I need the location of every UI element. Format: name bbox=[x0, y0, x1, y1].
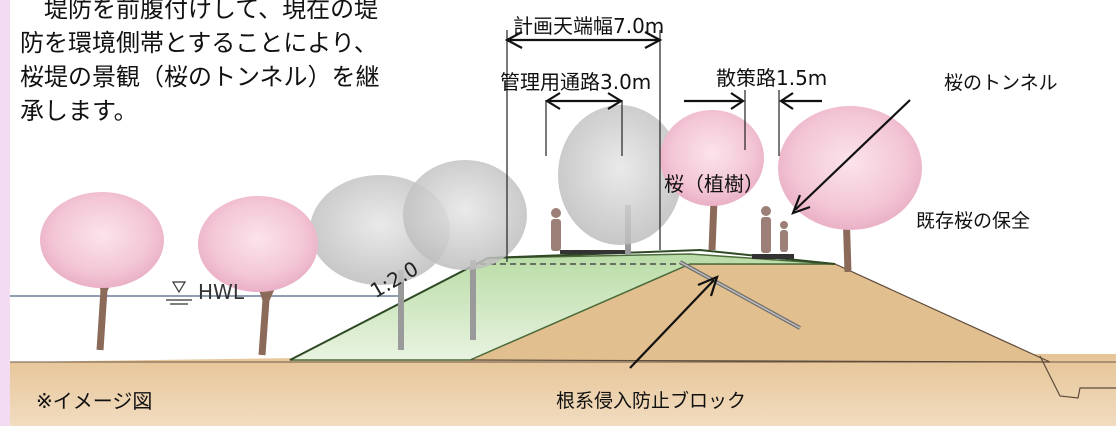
crown-width-label: 計画天端幅7.0m bbox=[513, 14, 665, 38]
dimension-guides bbox=[506, 30, 780, 262]
person-figure bbox=[551, 208, 561, 251]
intro-line: 桜堤の景観（桜のトンネル）を継 bbox=[20, 63, 380, 91]
left-accent-strip bbox=[0, 0, 10, 426]
intro-line: 堤防を前腹付けして、現在の堤 bbox=[20, 0, 379, 23]
cherry-tree bbox=[40, 192, 164, 351]
dimension-arrows bbox=[504, 31, 822, 110]
planted-cherry-label: 桜（植樹） bbox=[664, 172, 764, 196]
root-block-pointer bbox=[629, 275, 719, 369]
sakura-tunnel-label: 桜のトンネル bbox=[944, 72, 1058, 94]
existing-cherry-label: 既存桜の保全 bbox=[916, 210, 1031, 232]
grey-tree bbox=[558, 105, 682, 255]
intro-paragraph: 堤防を前腹付けして、現在の堤 防を環境側帯とすることにより、 桜堤の景観（桜のト… bbox=[20, 0, 440, 128]
cherry-tree bbox=[778, 106, 922, 273]
hwl-label: HWL bbox=[198, 280, 244, 304]
root-barrier-block bbox=[679, 260, 801, 330]
sakura-tunnel-pointer bbox=[791, 99, 911, 215]
person-figure bbox=[761, 206, 771, 253]
image-note-label: ※イメージ図 bbox=[36, 389, 153, 413]
intro-line: 承します。 bbox=[20, 97, 138, 125]
maintenance-road-surface bbox=[560, 250, 630, 254]
walking-path-label: 散策路1.5m bbox=[716, 66, 828, 90]
intro-line: 防を環境側帯とすることにより、 bbox=[20, 29, 378, 57]
cherry-tree bbox=[198, 196, 318, 356]
cherry-tree bbox=[660, 110, 764, 251]
grey-tree bbox=[403, 160, 527, 340]
walking-path-surface bbox=[752, 254, 794, 259]
hwl-symbol bbox=[166, 281, 192, 305]
person-figure bbox=[780, 221, 788, 252]
root-block-label: 根系侵入防止ブロック bbox=[556, 390, 747, 412]
maintenance-road-label: 管理用通路3.0m bbox=[500, 70, 652, 94]
